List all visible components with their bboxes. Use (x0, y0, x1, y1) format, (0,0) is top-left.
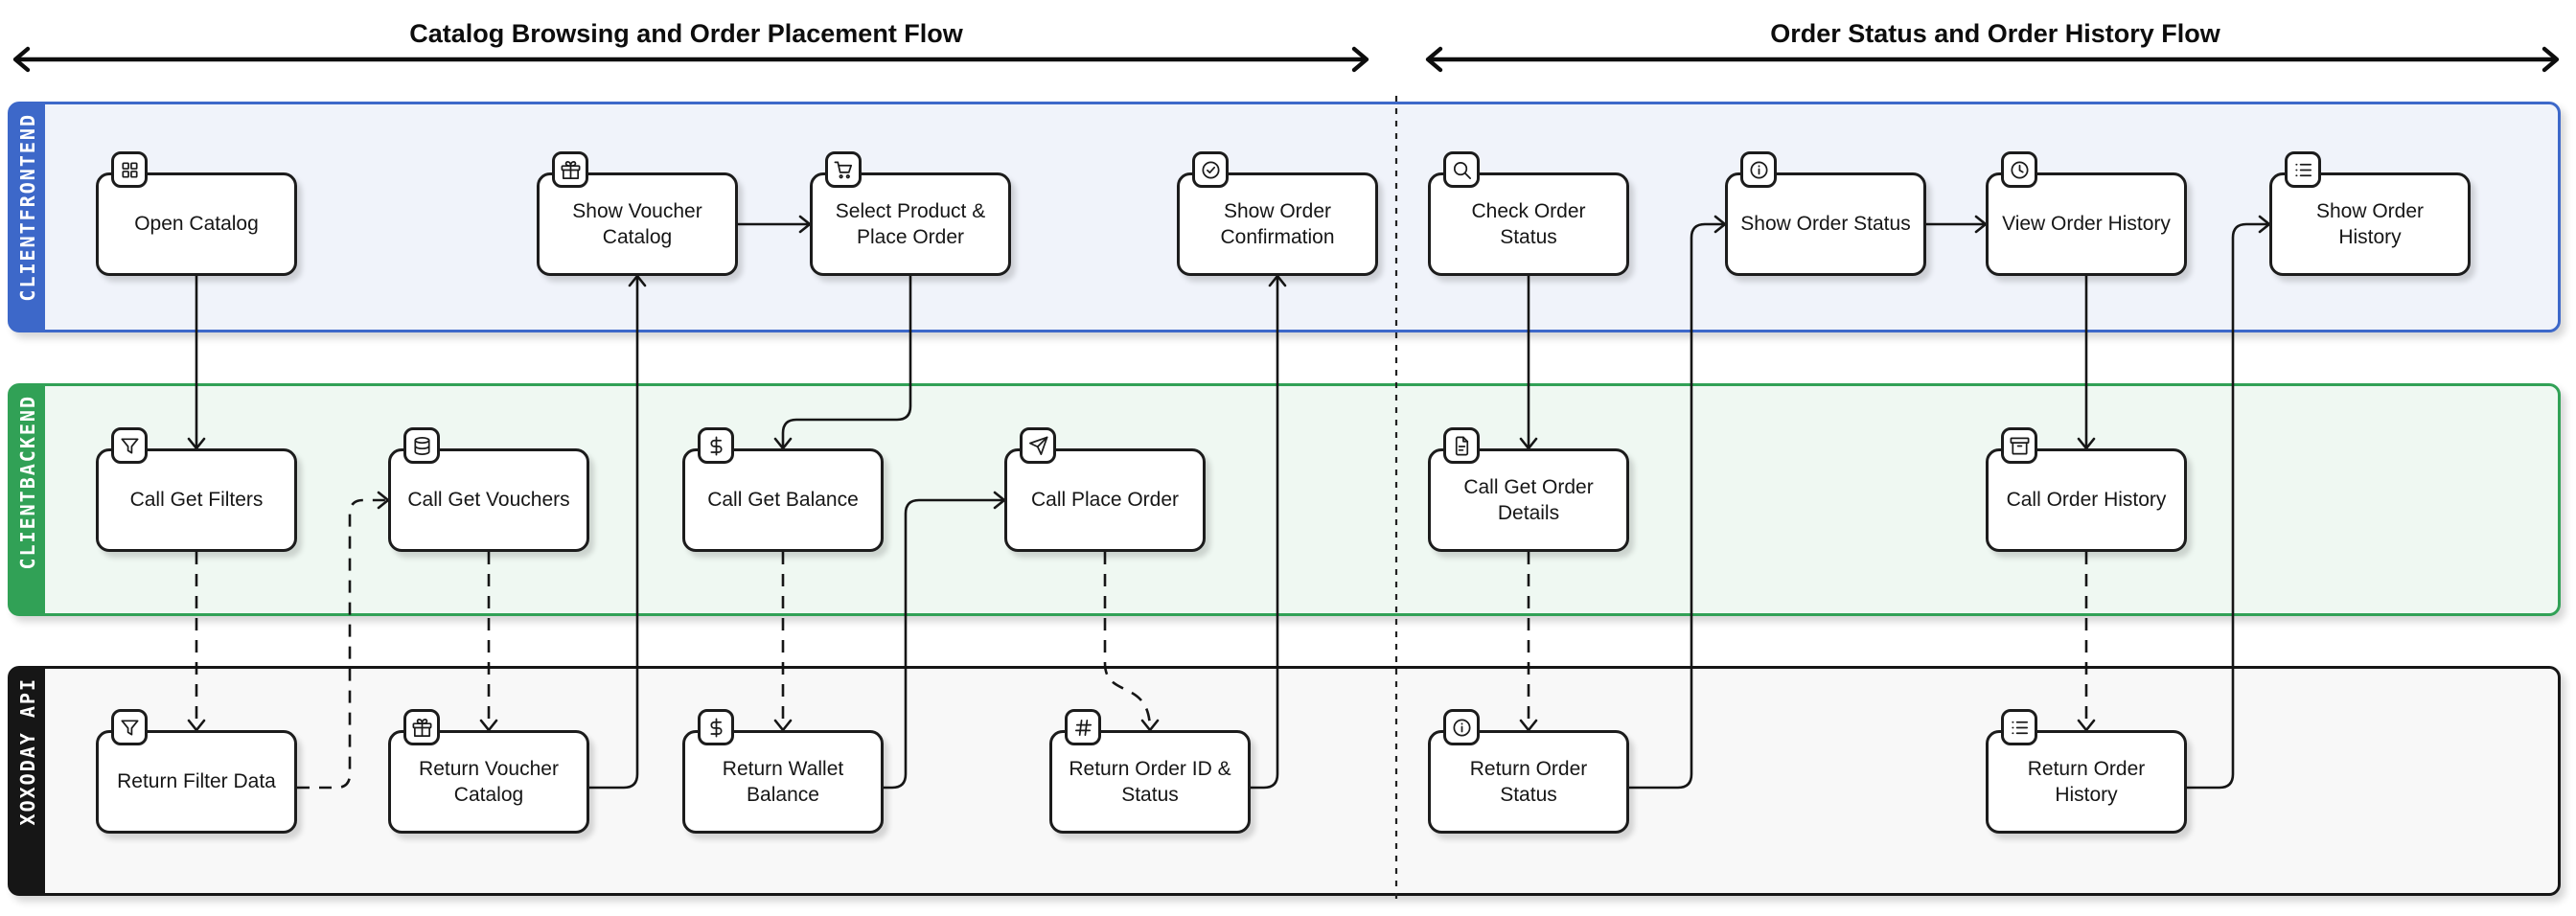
list-icon (2285, 151, 2321, 188)
node-label: View Order History (2002, 213, 2171, 236)
flow-title-order-status: Order Status and Order History Flow (1770, 19, 2220, 48)
node-label: Call Get Filters (129, 489, 264, 512)
node-label: Show Order History (2315, 199, 2425, 248)
node-return-order-status: Return Order Status (1428, 709, 1629, 834)
node-call-get-filters: Call Get Filters (96, 427, 297, 552)
hash-icon (1065, 709, 1101, 745)
edge-return-wallet-balance-to-call-place-order (884, 491, 1006, 790)
edge-call-place-order-to-return-order-id-status (1103, 552, 1160, 732)
node-label: Return Filter Data (117, 770, 276, 793)
dollar-icon (698, 427, 734, 464)
file-text-icon (1443, 427, 1480, 464)
archive-icon (2001, 427, 2037, 464)
node-call-get-order-details: Call Get Order Details (1428, 427, 1629, 552)
node-call-place-order: Call Place Order (1004, 427, 1206, 552)
node-label: Select Product & Place Order (835, 199, 986, 248)
list-icon (2001, 709, 2037, 745)
node-show-order-history: Show Order History (2269, 151, 2471, 276)
node-show-voucher-catalog: Show Voucher Catalog (537, 151, 738, 276)
edge-return-order-id-status-to-show-order-confirmation (1251, 274, 1287, 790)
node-call-order-history: Call Order History (1986, 427, 2187, 552)
node-label: Check Order Status (1471, 199, 1586, 248)
node-label: Open Catalog (134, 213, 259, 236)
edge-select-product-to-call-get-balance (773, 276, 912, 450)
node-return-filter-data: Return Filter Data (96, 709, 297, 834)
node-label: Call Place Order (1030, 489, 1180, 512)
clock-icon (2001, 151, 2037, 188)
database-icon (403, 427, 440, 464)
node-label: Return Wallet Balance (722, 757, 844, 806)
lane-band-xoxoday-api: XOXODAY API (10, 668, 45, 894)
node-label: Call Get Order Details (1463, 475, 1594, 524)
grid-icon (111, 151, 148, 188)
node-call-get-vouchers: Call Get Vouchers (388, 427, 589, 552)
node-label: Show Voucher Catalog (572, 199, 702, 248)
node-label: Show Order Status (1740, 213, 1911, 236)
edge-return-voucher-catalog-to-show-voucher-catalog (589, 274, 647, 790)
cart-icon (825, 151, 862, 188)
dollar-icon (698, 709, 734, 745)
edge-return-filter-data-to-call-get-vouchers (297, 491, 390, 790)
funnel-icon (111, 427, 148, 464)
gift-icon (552, 151, 588, 188)
node-label: Show Order Confirmation (1220, 199, 1335, 248)
node-return-order-id-status: Return Order ID & Status (1049, 709, 1251, 834)
node-label: Return Order History (2027, 757, 2146, 806)
flow-title-catalog-browsing: Catalog Browsing and Order Placement Flo… (409, 19, 963, 48)
lane-band-clientfrontend: CLIENTFRONTEND (10, 103, 45, 331)
search-icon (1443, 151, 1480, 188)
node-call-get-balance: Call Get Balance (682, 427, 884, 552)
node-label: Call Get Vouchers (407, 489, 570, 512)
node-label: Call Order History (2006, 489, 2167, 512)
send-icon (1020, 427, 1056, 464)
node-label: Return Order Status (1469, 757, 1588, 806)
node-check-order-status: Check Order Status (1428, 151, 1629, 276)
funnel-icon (111, 709, 148, 745)
info-icon (1740, 151, 1777, 188)
node-label: Return Voucher Catalog (419, 757, 559, 806)
edge-return-order-history-to-show-order-history (2187, 215, 2271, 790)
node-return-wallet-balance: Return Wallet Balance (682, 709, 884, 834)
edge-return-order-status-to-show-order-status (1629, 215, 1727, 790)
node-view-order-history: View Order History (1986, 151, 2187, 276)
check-circle-icon (1192, 151, 1229, 188)
node-show-order-status: Show Order Status (1725, 151, 1926, 276)
node-select-product: Select Product & Place Order (810, 151, 1011, 276)
info-icon (1443, 709, 1480, 745)
gift-icon (403, 709, 440, 745)
node-open-catalog: Open Catalog (96, 151, 297, 276)
node-return-voucher-catalog: Return Voucher Catalog (388, 709, 589, 834)
node-return-order-history: Return Order History (1986, 709, 2187, 834)
lane-band-clientbackend: CLIENTBACKEND (10, 385, 45, 614)
node-show-order-confirmation: Show Order Confirmation (1177, 151, 1378, 276)
node-label: Call Get Balance (707, 489, 859, 512)
node-label: Return Order ID & Status (1069, 757, 1231, 806)
